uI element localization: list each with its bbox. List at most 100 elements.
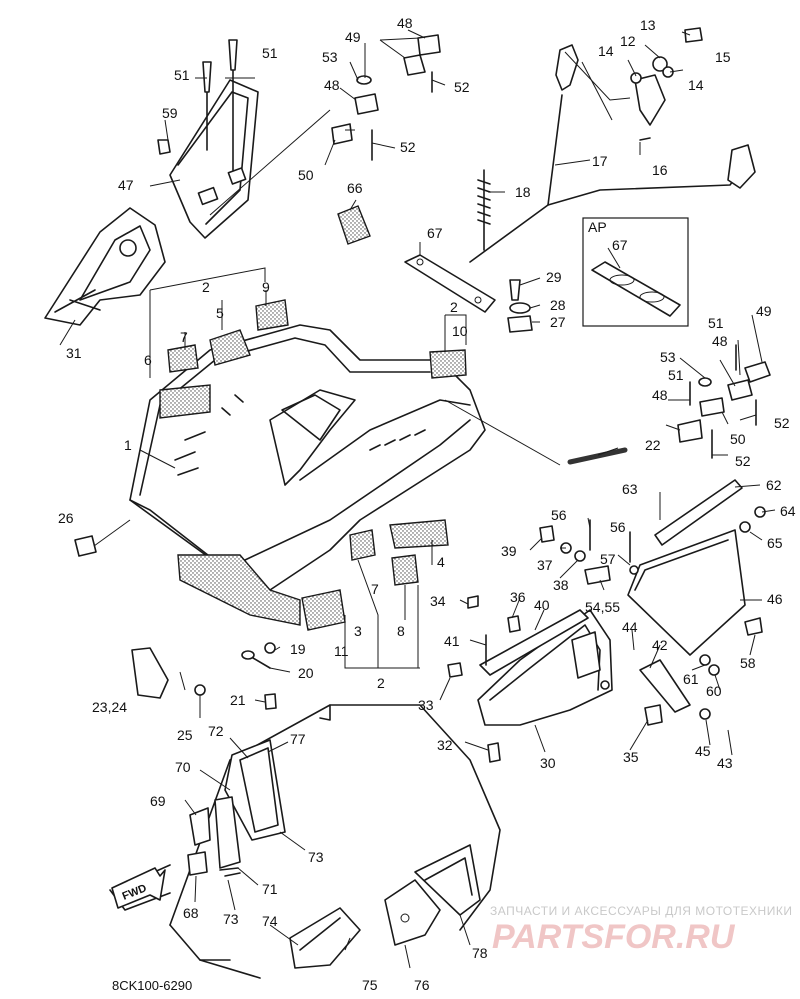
ap-label: AP <box>588 219 607 235</box>
callout-10: 10 <box>452 323 468 339</box>
callout-66: 66 <box>347 180 363 196</box>
callout-53: 53 <box>322 49 338 65</box>
callout-1: 1 <box>124 437 132 453</box>
callout-35: 35 <box>623 749 639 765</box>
callout-19: 19 <box>290 641 306 657</box>
callout-14: 14 <box>598 43 614 59</box>
side-panel-46 <box>627 479 766 656</box>
callout-61: 61 <box>683 671 699 687</box>
callout-60: 60 <box>706 683 722 699</box>
leader-lines <box>59 29 776 969</box>
callout-18: 18 <box>515 184 531 200</box>
callout-48: 48 <box>324 77 340 93</box>
callout-72: 72 <box>208 723 224 739</box>
callout-43: 43 <box>717 755 733 771</box>
callout-40: 40 <box>534 597 550 613</box>
callout-49: 49 <box>345 29 361 45</box>
callout-50: 50 <box>298 167 314 183</box>
callout-74: 74 <box>262 913 278 929</box>
callout-75: 75 <box>362 977 378 993</box>
gasket-67 <box>404 254 496 313</box>
callout-4: 4 <box>437 554 445 570</box>
fasteners-left <box>74 535 277 710</box>
callout-2: 2 <box>377 675 385 691</box>
callout-52: 52 <box>400 139 416 155</box>
callout-33: 33 <box>418 697 434 713</box>
watermark: ЗАПЧАСТИ И АКСЕССУАРЫ ДЛЯ МОТОТЕХНИКИ PA… <box>490 904 792 956</box>
callout-38: 38 <box>553 577 569 593</box>
callout-5: 5 <box>216 305 224 321</box>
callout-36: 36 <box>510 589 526 605</box>
callout-31: 31 <box>66 345 82 361</box>
callout-17: 17 <box>592 153 608 169</box>
callout-64: 64 <box>780 503 796 519</box>
callout-67: 67 <box>427 225 443 241</box>
callout-56: 56 <box>610 519 626 535</box>
clips-right <box>331 34 771 459</box>
callout-77: 77 <box>290 731 306 747</box>
callout-2: 2 <box>202 279 210 295</box>
callout-58: 58 <box>740 655 756 671</box>
callout-68: 68 <box>183 905 199 921</box>
diagram-code: 8CK100-6290 <box>112 978 192 993</box>
ap-box: AP <box>582 217 689 327</box>
callout-52: 52 <box>774 415 790 431</box>
callout-8: 8 <box>397 623 405 639</box>
callout-52: 52 <box>735 453 751 469</box>
callout-73: 73 <box>223 911 239 927</box>
callout-71: 71 <box>262 881 278 897</box>
bracket-47 <box>157 39 259 239</box>
callouts: 1 2 2 2 3 4 5 6 7 7 8 9 10 11 12 13 14 1… <box>58 15 796 993</box>
callout-51: 51 <box>262 45 278 61</box>
callout-70: 70 <box>175 759 191 775</box>
callout-65: 65 <box>767 535 783 551</box>
callout-34: 34 <box>430 593 446 609</box>
callout-42: 42 <box>652 637 668 653</box>
callout-9: 9 <box>262 279 270 295</box>
callout-48: 48 <box>712 333 728 349</box>
callout-73: 73 <box>308 849 324 865</box>
callout-62: 62 <box>766 477 782 493</box>
callout-52: 52 <box>454 79 470 95</box>
callout-39: 39 <box>501 543 517 559</box>
callout-46: 46 <box>767 591 783 607</box>
callout-76: 76 <box>414 977 430 993</box>
callout-44: 44 <box>622 619 638 635</box>
callout-7: 7 <box>371 581 379 597</box>
callout-59: 59 <box>162 105 178 121</box>
callout-15: 15 <box>715 49 731 65</box>
callout-67: 67 <box>612 237 628 253</box>
callout-78: 78 <box>472 945 488 961</box>
callout-14: 14 <box>688 77 704 93</box>
callout-51: 51 <box>668 367 684 383</box>
side-duct-31 <box>44 207 166 326</box>
callout-21: 21 <box>230 692 246 708</box>
callout-22: 22 <box>645 437 661 453</box>
callout-29: 29 <box>546 269 562 285</box>
grommets-27-29 <box>507 279 533 333</box>
callout-7: 7 <box>180 329 188 345</box>
hull-pads <box>187 739 481 969</box>
cable-assembly <box>469 27 756 263</box>
foam-pads <box>159 205 467 631</box>
callout-26: 26 <box>58 510 74 526</box>
callout-51: 51 <box>708 315 724 331</box>
callout-54-55: 54,55 <box>585 599 620 615</box>
callout-25: 25 <box>177 727 193 743</box>
callout-63: 63 <box>622 481 638 497</box>
hose-22 <box>567 447 628 465</box>
callout-16: 16 <box>652 162 668 178</box>
callout-27: 27 <box>550 314 566 330</box>
callout-41: 41 <box>444 633 460 649</box>
callout-20: 20 <box>298 665 314 681</box>
callout-32: 32 <box>437 737 453 753</box>
callout-2: 2 <box>450 299 458 315</box>
callout-56: 56 <box>551 507 567 523</box>
callout-45: 45 <box>695 743 711 759</box>
callout-11: 11 <box>334 643 349 659</box>
callout-6: 6 <box>144 352 152 368</box>
callout-53: 53 <box>660 349 676 365</box>
callout-13: 13 <box>640 17 656 33</box>
callout-12: 12 <box>620 33 636 49</box>
